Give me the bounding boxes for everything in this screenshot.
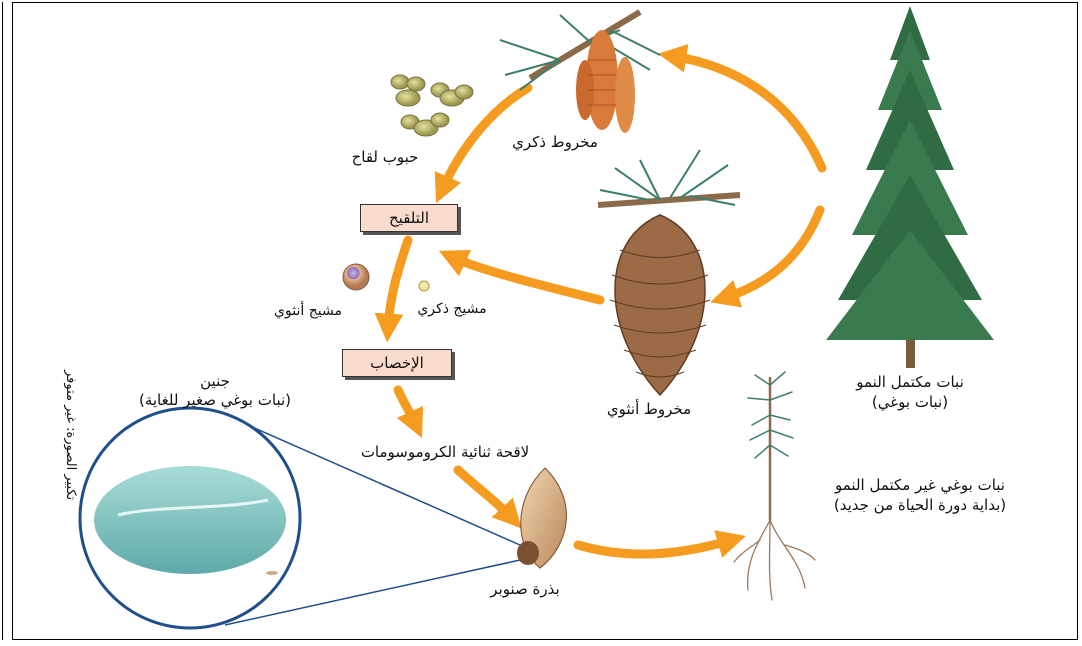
embryo-sublabel: (نبات بوغي صغير للغاية): [100, 391, 330, 410]
seed-icon: [517, 468, 566, 568]
pollen-label: حبوب لقاح: [335, 148, 435, 167]
fertilization-box: الإخصاب: [342, 349, 452, 377]
arrow-tree-to-female-cone: [724, 210, 820, 298]
mature-plant-sublabel: (نبات بوغي): [845, 393, 975, 412]
female-gametophyte-icon: [343, 264, 369, 290]
mature-plant-label: نبات مكتمل النمو: [845, 373, 975, 392]
zygote-label: لاقحة ثنائية الكروموسومات: [330, 443, 560, 462]
pollination-box: التلقيح: [360, 204, 458, 232]
female-cone-icon: [598, 150, 740, 395]
arrow-tree-to-male-cone: [672, 56, 822, 168]
male-gametophyte-icon: [419, 281, 429, 291]
male-gametophyte-label: مشيج ذكري: [402, 300, 502, 319]
arrow-female-cone-to-pollination: [452, 257, 600, 300]
arrow-fertilization-to-zygote: [398, 390, 416, 425]
magnification-note: تكبير الصورة: غير متوفر: [63, 370, 78, 500]
embryo-lens-icon: [80, 408, 520, 628]
female-gametophyte-label: مشيج أنثوي: [258, 302, 358, 321]
pine-tree-icon: [826, 6, 994, 368]
arrow-zygote-to-seed: [458, 470, 512, 518]
seed-label: بذرة صنوبر: [470, 580, 580, 599]
female-cone-label: مخروط أنثوي: [584, 400, 714, 419]
pollen-grain-icon: [391, 75, 473, 136]
male-cone-label: مخروط ذكري: [490, 133, 620, 152]
young-plant-sublabel: (بداية دورة الحياة من جديد): [800, 496, 1040, 515]
male-cone-icon: [500, 12, 660, 133]
young-plant-label: نبات بوغي غير مكتمل النمو: [800, 476, 1040, 495]
arrow-seed-to-seedling: [578, 540, 732, 554]
embryo-label: جنين: [100, 372, 330, 391]
